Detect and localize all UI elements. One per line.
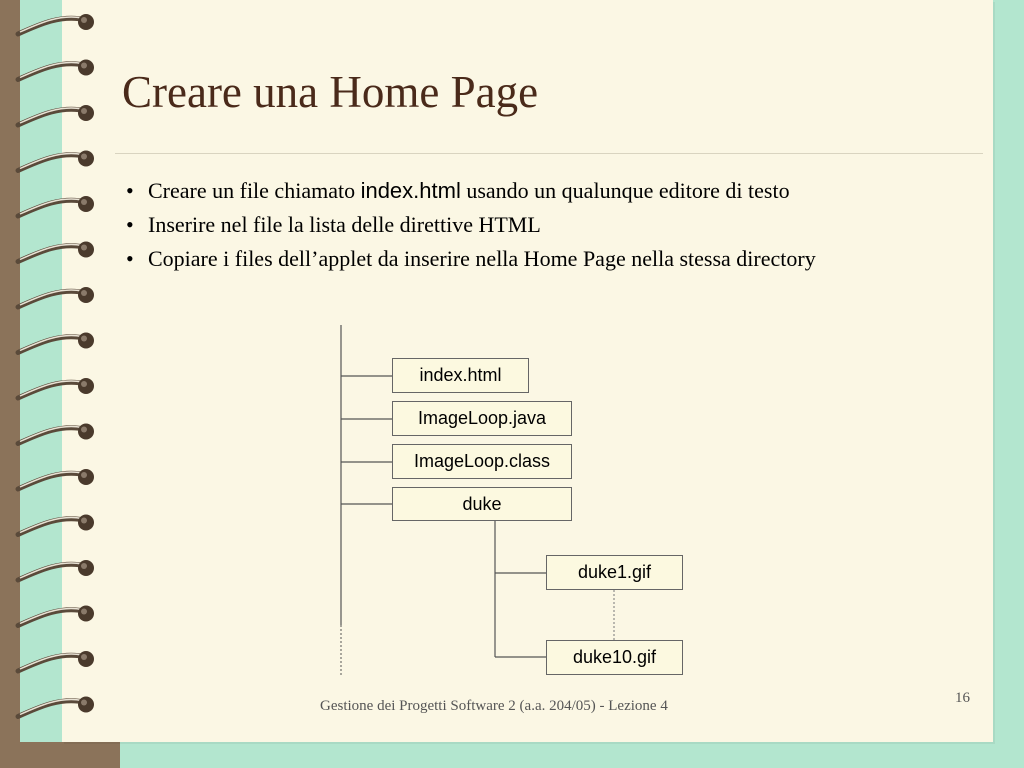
spiral-ring	[15, 469, 94, 492]
page-number: 16	[955, 690, 970, 706]
bullet-text: Copiare i files dell’applet da inserire …	[148, 246, 816, 271]
spiral-ring	[15, 59, 94, 82]
spiral-ring	[15, 14, 94, 37]
bullet-item-3: • Copiare i files dell’applet da inserir…	[126, 242, 926, 276]
spiral-ring	[15, 196, 94, 219]
bullet-item-2: • Inserire nel file la lista delle diret…	[126, 208, 926, 242]
slide-footer: Gestione dei Progetti Software 2 (a.a. 2…	[320, 698, 668, 714]
bottom-strip	[0, 742, 120, 768]
file-index-html: index.html	[392, 358, 529, 393]
bullet-list: • Creare un file chiamato index.html usa…	[126, 174, 926, 276]
spiral-binding-icon	[15, 14, 94, 719]
spiral-ring	[15, 605, 94, 628]
bullet-marker: •	[126, 212, 134, 237]
bullet-marker: •	[126, 178, 134, 203]
spiral-ring	[15, 287, 94, 310]
spiral-ring	[15, 332, 94, 355]
spiral-ring	[15, 560, 94, 583]
spiral-ring	[15, 651, 94, 674]
bullet-item-1: • Creare un file chiamato index.html usa…	[126, 174, 926, 208]
file-duke10-gif: duke10.gif	[546, 640, 683, 675]
title-divider	[115, 153, 983, 154]
filename-index-html: index.html	[360, 178, 461, 203]
binding-strip	[0, 0, 20, 768]
file-imageloop-class: ImageLoop.class	[392, 444, 572, 479]
bullet-text-before: Creare un file chiamato	[148, 178, 361, 203]
bullet-text: Inserire nel file la lista delle diretti…	[148, 212, 541, 237]
folder-duke: duke	[392, 487, 572, 521]
file-imageloop-java: ImageLoop.java	[392, 401, 572, 436]
spiral-ring	[15, 378, 94, 401]
slide-title: Creare una Home Page	[122, 67, 539, 117]
spiral-ring	[15, 423, 94, 446]
bullet-text-after: usando un qualunque editore di testo	[460, 178, 790, 203]
file-duke1-gif: duke1.gif	[546, 555, 683, 590]
spiral-ring	[15, 105, 94, 128]
spiral-ring	[15, 696, 94, 719]
spiral-ring	[15, 241, 94, 264]
bullet-marker: •	[126, 246, 134, 271]
spiral-ring	[15, 514, 94, 537]
spiral-ring	[15, 150, 94, 173]
